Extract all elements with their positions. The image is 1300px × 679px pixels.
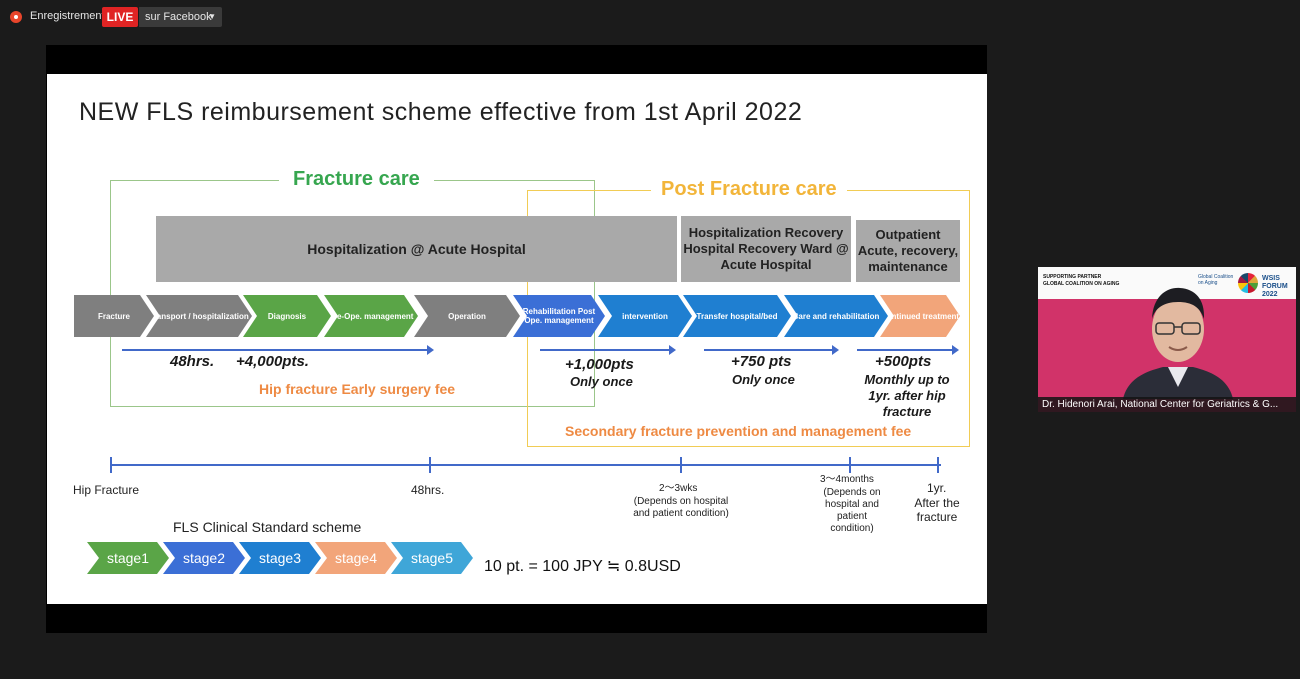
slide-title: NEW FLS reimbursement scheme effective f…: [79, 98, 803, 126]
timeline-axis: [110, 464, 941, 466]
chevron-step: Care and rehabilitation: [784, 295, 888, 337]
chevron-step: Diagnosis: [243, 295, 331, 337]
record-icon: [10, 11, 22, 23]
gc-logo: Global Coalition on Aging: [1198, 274, 1234, 286]
points-750: +750 pts: [731, 353, 792, 370]
fee-period-arrow: [857, 345, 959, 355]
recovery-hospital-bar: Hospitalization Recovery Hospital Recove…: [681, 216, 851, 282]
chevron-step: Transport / hospitalization: [146, 295, 252, 337]
points-500-note: Monthly up to 1yr. after hip fracture: [864, 372, 950, 419]
timeline-tick: [110, 457, 112, 473]
timeline-tick: [429, 457, 431, 473]
chevron-step: Pre-Ope. management: [324, 295, 418, 337]
partner-text: SUPPORTING PARTNER GLOBAL COALITION ON A…: [1043, 274, 1120, 287]
chevron-step: Rehabilitation Post Ope. management: [513, 295, 605, 337]
points-1000-note: Only once: [570, 374, 633, 389]
live-destination-dropdown[interactable]: sur Facebook ▼: [139, 7, 222, 27]
timeline-label-wks: 2～3wks: [659, 483, 698, 494]
timeline-tick: [680, 457, 682, 473]
chevron-step: Transfer hospital/bed: [683, 295, 791, 337]
stage-chevron: stage5: [391, 542, 473, 574]
points-48hrs: 48hrs.: [170, 353, 215, 370]
timeline-label-1yr: 1yr.: [927, 481, 947, 495]
fee-period-arrow: [540, 345, 676, 355]
stage-chevron: stage4: [315, 542, 397, 574]
points-750-note: Only once: [732, 372, 795, 387]
live-destination-label: sur Facebook: [145, 11, 212, 23]
fracture-care-box: [110, 180, 595, 407]
timeline-label-hip-fracture: Hip Fracture: [73, 483, 140, 497]
chevron-step: Fracture: [74, 295, 154, 337]
shared-slide: NEW FLS reimbursement scheme effective f…: [47, 74, 987, 604]
fracture-care-title: Fracture care: [279, 168, 434, 191]
chevron-step: Operation: [414, 295, 520, 337]
timeline-tick: [937, 457, 939, 473]
fee-period-arrow: [704, 345, 839, 355]
scheme-title: FLS Clinical Standard scheme: [173, 519, 362, 535]
outpatient-bar: Outpatient Acute, recovery, maintenance: [856, 220, 960, 282]
timeline-label-1yr-note: After the fracture: [914, 496, 960, 524]
timeline-label-months-note: (Depends on hospital and patient conditi…: [823, 487, 881, 534]
speaker-name: Dr. Hidenori Arai, National Center for G…: [1038, 397, 1296, 412]
exchange-rate-note: 10 pt. = 100 JPY ≒ 0.8USD: [484, 558, 681, 575]
acute-hospital-bar: Hospitalization @ Acute Hospital: [156, 216, 677, 282]
recording-label: Enregistrement: [30, 10, 105, 22]
stage-chevron: stage3: [239, 542, 321, 574]
timeline-label-wks-note: (Depends on hospital and patient conditi…: [633, 496, 729, 519]
timeline-tick: [849, 457, 851, 473]
post-fracture-care-title: Post Fracture care: [651, 178, 847, 201]
timeline-label-months: 3～4months: [820, 474, 874, 485]
points-1000: +1,000pts: [565, 356, 634, 373]
chevron-step: intervention: [598, 295, 692, 337]
recording-bar: Enregistrement LIVE sur Facebook ▼: [0, 0, 1300, 34]
wsis-logo-icon: [1238, 273, 1258, 293]
speaker-video-tile[interactable]: SUPPORTING PARTNER GLOBAL COALITION ON A…: [1038, 267, 1296, 412]
points-4000: +4,000pts.: [236, 353, 309, 370]
fee-period-arrow: [122, 345, 434, 355]
stage-chevron: stage2: [163, 542, 245, 574]
early-surgery-fee-label: Hip fracture Early surgery fee: [259, 381, 456, 397]
timeline-label-48hrs: 48hrs.: [411, 483, 445, 497]
chevron-down-icon: ▼: [208, 12, 216, 21]
stage-chevron: stage1: [87, 542, 169, 574]
wsis-logo: WSIS FORUM 2022: [1262, 275, 1288, 298]
secondary-fee-label: Secondary fracture prevention and manage…: [565, 423, 912, 439]
live-badge[interactable]: LIVE: [102, 7, 138, 27]
points-500: +500pts: [875, 353, 932, 370]
speaker-silhouette: [1123, 287, 1233, 399]
